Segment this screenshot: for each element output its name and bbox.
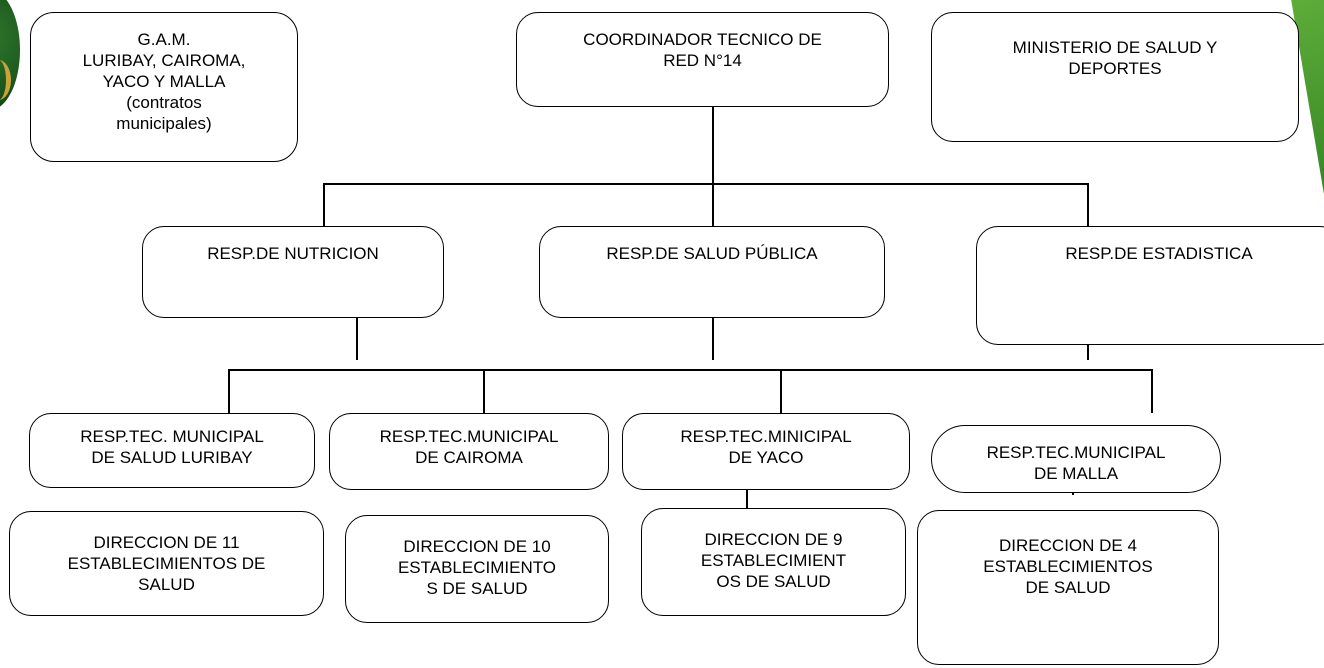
connector-level2-bar bbox=[228, 369, 1152, 371]
dir-cairoma-box: DIRECCION DE 10 ESTABLECIMIENTO S DE SAL… bbox=[345, 515, 609, 623]
coordinador-box: COORDINADOR TECNICO DE RED N°14 bbox=[516, 12, 889, 107]
estadistica-box: RESP.DE ESTADISTICA bbox=[976, 226, 1324, 345]
cairoma-box: RESP.TEC.MUNICIPAL DE CAIROMA bbox=[329, 413, 609, 490]
left-logo-ring bbox=[0, 60, 11, 100]
dir-yaco-box: DIRECCION DE 9 ESTABLECIMIENT OS DE SALU… bbox=[641, 508, 906, 616]
gam-box: G.A.M. LURIBAY, CAIROMA, YACO Y MALLA (c… bbox=[30, 12, 298, 162]
dir-malla-box: DIRECCION DE 4 ESTABLECIMIENTOS DE SALUD bbox=[917, 510, 1219, 665]
connector-to-estadistica bbox=[1087, 183, 1089, 226]
connector-to-yaco bbox=[780, 369, 782, 413]
connector-level1-bar bbox=[323, 183, 1089, 185]
connector-to-cairoma bbox=[483, 369, 485, 413]
connector-to-malla bbox=[1151, 369, 1153, 413]
connector-to-luribay bbox=[228, 369, 230, 413]
connector-coord-down bbox=[712, 107, 714, 229]
ministerio-box: MINISTERIO DE SALUD Y DEPORTES bbox=[931, 12, 1299, 142]
connector-estadistica-down bbox=[1087, 345, 1089, 360]
dir-luribay-box: DIRECCION DE 11 ESTABLECIMIENTOS DE SALU… bbox=[9, 511, 324, 616]
salud-publica-box: RESP.DE SALUD PÚBLICA bbox=[539, 226, 885, 318]
connector-nutricion-down bbox=[356, 318, 358, 360]
connector-to-nutricion bbox=[323, 183, 325, 226]
malla-box: RESP.TEC.MUNICIPAL DE MALLA bbox=[931, 425, 1221, 493]
nutricion-box: RESP.DE NUTRICION bbox=[142, 226, 444, 318]
yaco-box: RESP.TEC.MINICIPAL DE YACO bbox=[622, 413, 910, 490]
luribay-box: RESP.TEC. MUNICIPAL DE SALUD LURIBAY bbox=[29, 413, 315, 488]
connector-saludpublica-down bbox=[712, 318, 714, 360]
